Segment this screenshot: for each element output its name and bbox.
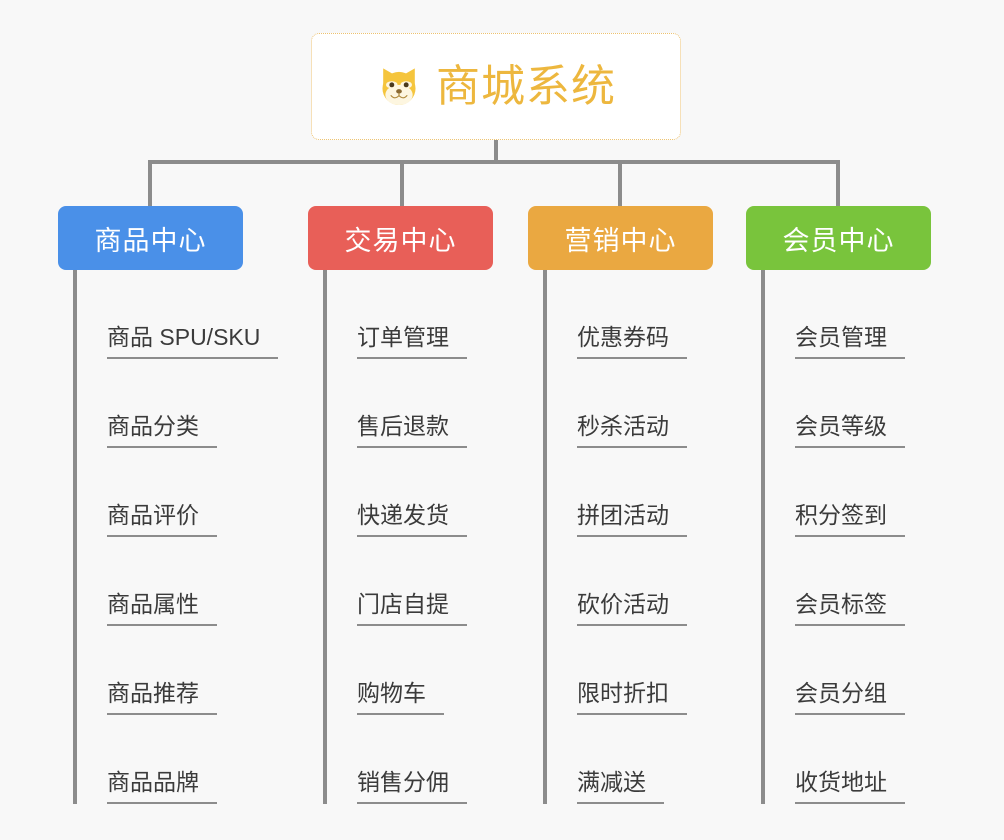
- leaf-item[interactable]: 商品属性: [77, 537, 278, 626]
- leaf-list-trade: 订单管理 售后退款 快递发货 门店自提 购物车 销售分佣: [323, 270, 493, 804]
- leaf-item[interactable]: 商品分类: [77, 359, 278, 448]
- connector-drop-category-2: [400, 160, 404, 208]
- leaf-item[interactable]: 积分签到: [765, 448, 931, 537]
- leaf-item[interactable]: 商品评价: [77, 448, 278, 537]
- category-header-marketing[interactable]: 营销中心: [528, 206, 713, 270]
- leaf-item[interactable]: 订单管理: [327, 270, 493, 359]
- leaf-label: 购物车: [357, 680, 444, 715]
- leaf-label: 秒杀活动: [577, 413, 687, 448]
- leaf-item[interactable]: 快递发货: [327, 448, 493, 537]
- leaf-item[interactable]: 商品推荐: [77, 626, 278, 715]
- root-title: 商城系统: [436, 61, 616, 111]
- leaf-label: 售后退款: [357, 413, 467, 448]
- leaf-label: 订单管理: [357, 324, 467, 359]
- leaf-label: 砍价活动: [577, 591, 687, 626]
- leaf-label: 收货地址: [795, 769, 905, 804]
- category-column-member: 会员中心 会员管理 会员等级 积分签到 会员标签 会员分组 收货地址: [746, 206, 931, 804]
- leaf-item[interactable]: 门店自提: [327, 537, 493, 626]
- leaf-label: 销售分佣: [357, 769, 467, 804]
- connector-drop-category-4: [836, 160, 840, 208]
- leaf-label: 商品推荐: [107, 680, 217, 715]
- leaf-item[interactable]: 优惠券码: [547, 270, 713, 359]
- leaf-list-member: 会员管理 会员等级 积分签到 会员标签 会员分组 收货地址: [761, 270, 931, 804]
- leaf-item[interactable]: 会员分组: [765, 626, 931, 715]
- leaf-label: 满减送: [577, 769, 664, 804]
- leaf-item[interactable]: 商品品牌: [77, 715, 278, 804]
- leaf-item[interactable]: 会员标签: [765, 537, 931, 626]
- leaf-item[interactable]: 秒杀活动: [547, 359, 713, 448]
- leaf-label: 商品分类: [107, 413, 217, 448]
- connector-drop-category-3: [618, 160, 622, 208]
- leaf-list-marketing: 优惠券码 秒杀活动 拼团活动 砍价活动 限时折扣 满减送: [543, 270, 713, 804]
- leaf-item[interactable]: 销售分佣: [327, 715, 493, 804]
- category-header-trade[interactable]: 交易中心: [308, 206, 493, 270]
- leaf-item[interactable]: 限时折扣: [547, 626, 713, 715]
- leaf-label: 商品品牌: [107, 769, 217, 804]
- leaf-item[interactable]: 拼团活动: [547, 448, 713, 537]
- category-column-product: 商品中心 商品 SPU/SKU 商品分类 商品评价 商品属性 商品推荐 商品品牌: [58, 206, 279, 804]
- leaf-list-product: 商品 SPU/SKU 商品分类 商品评价 商品属性 商品推荐 商品品牌: [73, 270, 279, 804]
- category-column-trade: 交易中心 订单管理 售后退款 快递发货 门店自提 购物车 销售分佣: [308, 206, 493, 804]
- leaf-label: 会员分组: [795, 680, 905, 715]
- category-header-product[interactable]: 商品中心: [58, 206, 243, 270]
- connector-horizontal-bus: [148, 160, 840, 164]
- leaf-item[interactable]: 收货地址: [765, 715, 931, 804]
- leaf-label: 会员管理: [795, 324, 905, 359]
- leaf-item[interactable]: 砍价活动: [547, 537, 713, 626]
- connector-drop-category-1: [148, 160, 152, 208]
- leaf-label: 积分签到: [795, 502, 905, 537]
- leaf-label: 门店自提: [357, 591, 467, 626]
- leaf-label: 会员标签: [795, 591, 905, 626]
- leaf-label: 商品 SPU/SKU: [107, 324, 279, 359]
- leaf-label: 限时折扣: [577, 680, 687, 715]
- leaf-item[interactable]: 购物车: [327, 626, 493, 715]
- leaf-label: 快递发货: [357, 502, 467, 537]
- leaf-label: 优惠券码: [577, 324, 687, 359]
- leaf-label: 拼团活动: [577, 502, 687, 537]
- leaf-item[interactable]: 满减送: [547, 715, 713, 804]
- root-node[interactable]: 商城系统: [311, 33, 681, 140]
- shiba-dog-face-icon: [376, 64, 422, 110]
- category-header-member[interactable]: 会员中心: [746, 206, 931, 270]
- connector-root-stem: [494, 140, 498, 164]
- leaf-label: 会员等级: [795, 413, 905, 448]
- category-column-marketing: 营销中心 优惠券码 秒杀活动 拼团活动 砍价活动 限时折扣 满减送: [528, 206, 713, 804]
- leaf-label: 商品评价: [107, 502, 217, 537]
- leaf-item[interactable]: 售后退款: [327, 359, 493, 448]
- leaf-item[interactable]: 会员等级: [765, 359, 931, 448]
- leaf-item[interactable]: 会员管理: [765, 270, 931, 359]
- leaf-item[interactable]: 商品 SPU/SKU: [77, 270, 279, 359]
- leaf-label: 商品属性: [107, 591, 217, 626]
